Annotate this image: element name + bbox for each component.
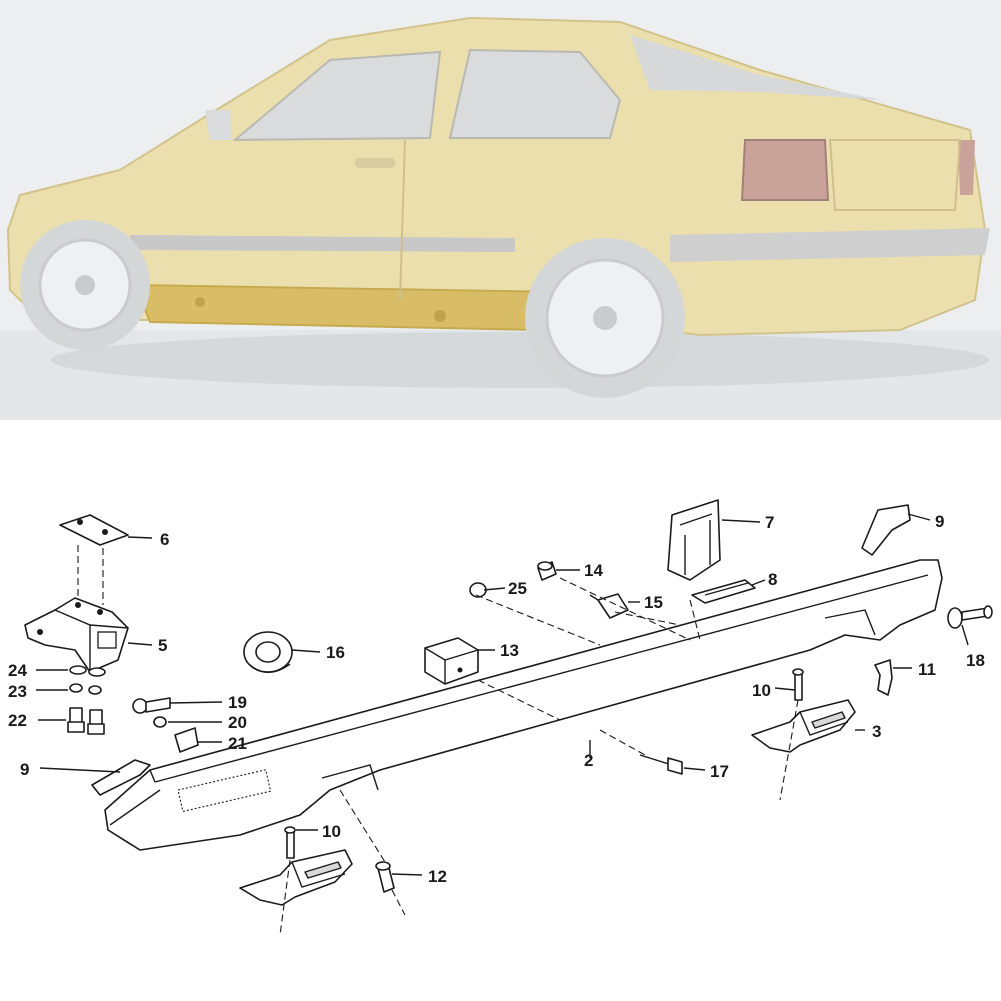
callout-23: 23 <box>8 682 27 701</box>
callout-13: 13 <box>500 641 519 660</box>
screw-left <box>284 826 296 859</box>
callout-8: 8 <box>768 570 777 589</box>
rivet <box>375 861 395 893</box>
end-cap-upper <box>861 504 911 556</box>
callout-16: 16 <box>326 643 345 662</box>
small-fasteners <box>469 561 629 619</box>
callout-2: 2 <box>584 751 593 770</box>
car-photo <box>0 0 1001 420</box>
callout-22: 22 <box>8 711 27 730</box>
callout-21: 21 <box>228 734 247 753</box>
callout-18: 18 <box>966 651 985 670</box>
exploded-view: 6 7 9 14 8 25 15 5 16 13 18 24 23 22 19 … <box>8 499 993 936</box>
callout-9-lower: 9 <box>20 760 29 779</box>
callout-25: 25 <box>508 579 527 598</box>
side-clip <box>874 659 893 696</box>
callout-15: 15 <box>644 593 663 612</box>
self-tapping-screw <box>639 754 683 775</box>
callout-10-left: 10 <box>322 822 341 841</box>
rear-wheel <box>525 238 685 398</box>
callout-12: 12 <box>428 867 447 886</box>
callout-20: 20 <box>228 713 247 732</box>
front-wheel <box>20 220 150 350</box>
screw-with-washer <box>947 605 993 629</box>
callout-10-right: 10 <box>752 681 771 700</box>
lower-fasteners <box>132 697 199 753</box>
leader-lines <box>36 513 969 876</box>
callout-labels: 6 7 9 14 8 25 15 5 16 13 18 24 23 22 19 … <box>8 512 985 886</box>
callout-17: 17 <box>710 762 729 781</box>
retaining-clip <box>691 579 756 604</box>
screw-right <box>792 668 804 701</box>
callout-9-upper: 9 <box>935 512 944 531</box>
callout-11: 11 <box>918 660 936 679</box>
callout-19: 19 <box>228 693 247 712</box>
assembly-lines <box>279 577 799 936</box>
bracket-plate <box>59 514 129 605</box>
callout-5: 5 <box>158 636 167 655</box>
callout-14: 14 <box>584 561 603 580</box>
callout-24: 24 <box>8 661 27 680</box>
grommet <box>243 631 293 673</box>
upper-bracket <box>667 499 721 581</box>
callout-7: 7 <box>765 513 774 532</box>
mounting-block <box>424 637 479 685</box>
end-cap-lower <box>91 759 151 796</box>
side-skirt-panel <box>104 559 943 851</box>
washers-and-screws <box>67 665 106 735</box>
jack-pad-left <box>239 849 353 906</box>
callout-3: 3 <box>872 722 881 741</box>
jack-pad-right <box>751 699 856 753</box>
jack-bracket <box>24 597 129 673</box>
callout-6: 6 <box>160 530 169 549</box>
